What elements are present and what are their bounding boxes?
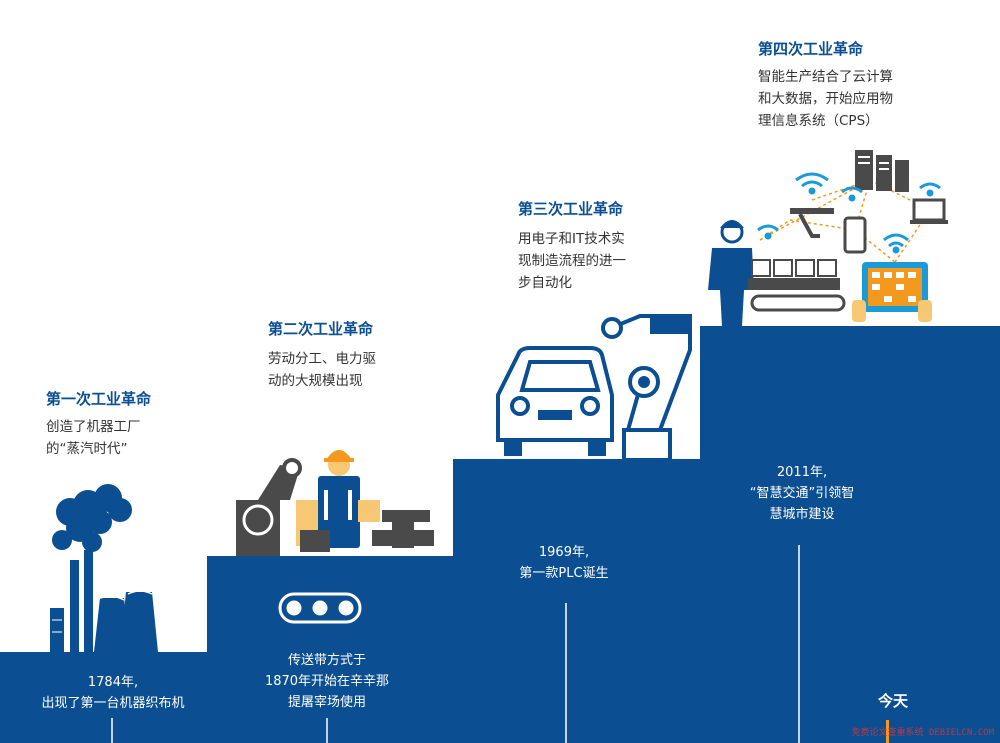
stage2-title: 第二次工业革命 [268,320,374,338]
watermark: 免费论文查重系统 DEBIELCN.COM [851,728,994,738]
stage2-desc: 劳动分工、电力驱 动的大规模出现 [268,351,376,389]
worker-robot-arm-icon [236,450,434,556]
staircase-steps [0,326,1000,743]
today-marker [886,720,889,743]
stage3-title: 第三次工业革命 [518,200,624,218]
smart-factory-icon [708,150,948,326]
stage4-milestone: 2011年, “智慧交通”引领智 慧城市建设 [749,465,855,522]
stage2-milestone: 传送带方式于 1870年开始在辛辛那 提屠宰场使用 [264,653,390,710]
car-assembly-icon [496,314,692,462]
stage1-title: 第一次工业革命 [46,390,152,408]
stage1-milestone: 1784年, 出现了第一台机器织布机 [41,675,185,711]
stage4-title: 第四次工业革命 [758,40,864,58]
stage3-desc: 用电子和IT技术实 现制造流程的进一 步自动化 [518,231,626,291]
factory-icon [50,484,158,652]
wifi-icons [757,172,941,254]
today-label: 今天 [878,692,909,710]
stage3-milestone: 1969年, 第一款PLC诞生 [519,545,609,581]
stage4-desc: 智能生产结合了云计算 和大数据，开始应用物 理信息系统（CPS） [758,69,893,129]
conveyor-belt-icon [278,592,362,624]
stage1-desc: 创造了机器工厂 的“蒸汽时代” [46,419,141,457]
timeline-lines [111,545,800,743]
